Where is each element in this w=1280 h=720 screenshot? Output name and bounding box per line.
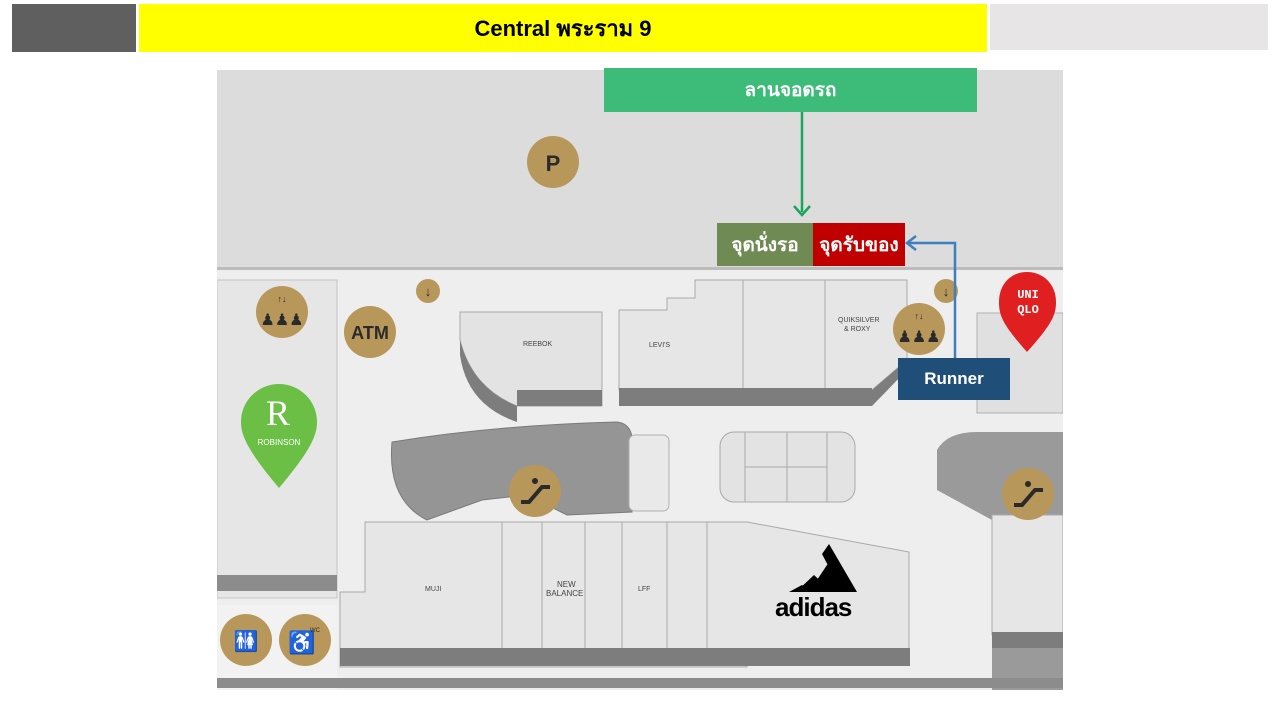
svg-text:R: R xyxy=(266,393,290,433)
svg-text:QLO: QLO xyxy=(1017,303,1039,317)
header-right-block xyxy=(990,4,1268,50)
svg-text:↑↓: ↑↓ xyxy=(278,294,287,304)
header-left-block xyxy=(12,4,136,52)
levis-label: LEVI'S xyxy=(649,342,671,349)
center-block xyxy=(390,421,633,521)
down-arrow-icon-right: ↓ xyxy=(934,279,958,303)
svg-text:ROBINSON: ROBINSON xyxy=(258,438,301,447)
levis-block-base xyxy=(619,388,872,406)
uniqlo-logo-pin: UNI QLO xyxy=(999,272,1056,352)
new-balance-label-line1: NEW xyxy=(557,580,576,589)
bottom-store-base xyxy=(340,648,910,666)
down-arrow-icon: ↓ xyxy=(416,279,440,303)
runner-route-arrow xyxy=(904,235,957,358)
reebok-label: REEBOK xyxy=(523,341,553,348)
svg-text:🚻: 🚻 xyxy=(234,629,259,653)
svg-text:P: P xyxy=(546,151,561,176)
svg-text:♿: ♿ xyxy=(288,630,315,655)
svg-text:UNI: UNI xyxy=(1017,288,1039,302)
escalator-icon xyxy=(509,465,561,517)
robinson-building-shadow xyxy=(217,575,337,591)
right-building-base xyxy=(992,632,1063,648)
svg-text:♟♟♟: ♟♟♟ xyxy=(260,312,303,329)
waiting-point-label: จุดนั่งรอ xyxy=(717,223,813,266)
svg-text:♟♟♟: ♟♟♟ xyxy=(897,329,940,346)
svg-text:↓: ↓ xyxy=(425,284,432,299)
accessible-wc-icon: ♿ WC xyxy=(279,614,331,666)
lff-label: LFF xyxy=(638,586,650,593)
parking-route-arrow xyxy=(793,112,811,217)
elevator-icon-right: ↑↓ ♟♟♟ xyxy=(893,303,945,355)
new-balance-label-line2: BALANCE xyxy=(546,589,583,598)
right-building xyxy=(991,514,1063,636)
svg-text:WC: WC xyxy=(310,628,321,634)
reebok-store-wall xyxy=(460,340,517,422)
levis-quiksilver-block xyxy=(618,279,908,391)
center-block-side xyxy=(628,434,670,512)
map-bottom-border xyxy=(217,678,1063,688)
robinson-logo-pin: R ROBINSON xyxy=(241,384,317,488)
reebok-store-base xyxy=(517,390,602,406)
svg-text:↓: ↓ xyxy=(943,284,950,299)
parking-icon: P xyxy=(527,136,579,188)
runner-label: Runner xyxy=(898,358,1010,400)
parking-border xyxy=(217,267,1063,270)
atm-icon: ATM xyxy=(344,306,396,358)
elevator-icon: ↑↓ ♟♟♟ xyxy=(256,286,308,338)
svg-text:↑↓: ↑↓ xyxy=(915,311,924,321)
quiksilver-label-line1: QUIKSILVER xyxy=(838,317,880,324)
restroom-icon: 🚻 xyxy=(220,614,272,666)
adidas-logo: adidas xyxy=(775,544,857,622)
muji-label: MUJI xyxy=(425,586,441,593)
escalator-icon-right xyxy=(1002,468,1054,520)
pickup-point-label: จุดรับของ xyxy=(813,223,905,266)
svg-text:ATM: ATM xyxy=(351,323,389,343)
page-title: Central พระราม 9 xyxy=(139,4,987,52)
adidas-wordmark: adidas xyxy=(775,592,852,622)
quiksilver-label-line2: & ROXY xyxy=(844,326,871,333)
parking-lot-label: ลานจอดรถ xyxy=(604,68,977,112)
